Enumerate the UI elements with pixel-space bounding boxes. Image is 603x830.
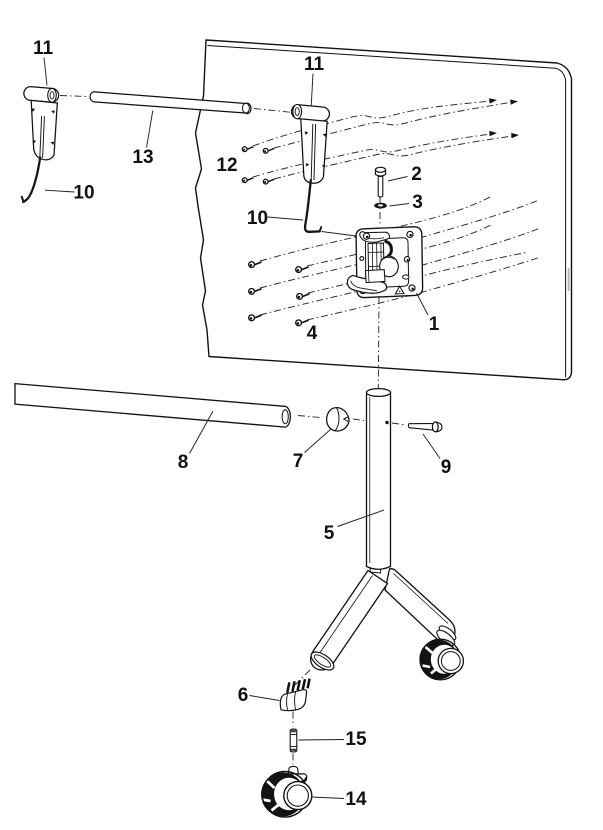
left-leg-end-cap [310, 651, 335, 671]
part-number-label: 3 [412, 192, 423, 213]
callout-part-8: 8 [178, 410, 214, 473]
release-pin-right-part [303, 178, 323, 233]
panel-edge-thickness [207, 45, 567, 378]
lock-washer-part [374, 202, 387, 209]
leader-line [311, 796, 345, 799]
alignment-guide-lines [59, 95, 540, 765]
mounting-plate-part [346, 226, 424, 299]
part-number-label: 13 [132, 147, 153, 168]
callout-part-13: 13 [132, 110, 154, 168]
part-number-label: 5 [324, 523, 335, 544]
leader-line [298, 739, 345, 741]
caster-axle-pin-part [289, 728, 298, 753]
callout-part-3: 3 [389, 192, 423, 213]
leader-line [267, 216, 304, 221]
part-number-label: 6 [238, 685, 249, 706]
callouts: 1 2 3 4 5 6 7 8 9 [33, 38, 451, 810]
part-number-label: 4 [307, 323, 318, 344]
leader-line [189, 410, 214, 454]
crossbar-tube-part [14, 382, 291, 428]
callout-part-2: 2 [387, 164, 422, 185]
column-tube [365, 391, 392, 570]
part-number-label: 10 [247, 208, 268, 229]
plate-latch-hook [384, 239, 393, 258]
leader-line [337, 509, 385, 527]
part-number-label: 12 [216, 155, 237, 176]
callout-part-4: 4 [307, 323, 318, 344]
column-top-opening [365, 387, 392, 398]
leader-line [146, 110, 154, 148]
release-pin-left-part [20, 156, 42, 204]
callout-part-15: 15 [298, 729, 367, 750]
leader-line [389, 203, 410, 207]
part-number-label: 9 [441, 457, 452, 478]
right-caster [419, 625, 465, 681]
support-rod-part [89, 91, 252, 115]
leader-line [416, 292, 429, 316]
leader-line [304, 429, 331, 453]
column-bolt-hole [385, 420, 389, 425]
leg-end-plug-part [279, 678, 311, 712]
leader-line [387, 176, 408, 182]
part-number-label: 10 [73, 183, 94, 204]
callout-part-11-left: 11 [33, 38, 54, 86]
warning-triangle-icon [394, 285, 405, 295]
callout-part-7: 7 [293, 429, 331, 472]
plate-oval-slot [402, 274, 410, 280]
callout-part-9: 9 [422, 433, 452, 478]
part-number-label: 11 [304, 54, 325, 75]
fixing-bolt-part [407, 421, 443, 433]
part-number-label: 8 [178, 452, 189, 473]
table-top-panel [194, 39, 573, 381]
part-number-label: 15 [345, 729, 367, 750]
callout-part-12: 12 [216, 155, 237, 176]
callout-part-1: 1 [416, 292, 440, 335]
plate-button [364, 269, 386, 284]
hook-bracket-right-part [290, 103, 331, 184]
part-number-label: 1 [429, 314, 440, 335]
locking-bolt-part [374, 166, 387, 198]
callout-part-10-left: 10 [44, 183, 95, 204]
callout-part-11-right: 11 [304, 54, 325, 107]
pin-to-plate-line [321, 231, 357, 237]
leader-line [310, 73, 314, 107]
callout-part-10-right: 10 [247, 208, 304, 229]
caster-wheel-part [261, 765, 313, 818]
part-number-label: 14 [345, 789, 367, 810]
part-number-label: 7 [293, 451, 304, 472]
leader-line [422, 433, 441, 459]
leader-line [44, 189, 75, 193]
tube-end-cap-part [326, 406, 350, 432]
leg-column-part [309, 387, 465, 681]
callout-part-6: 6 [238, 685, 280, 706]
callout-part-14: 14 [311, 789, 367, 810]
part-number-label: 11 [33, 38, 54, 59]
part-number-label: 2 [411, 164, 422, 185]
hook-bracket-left-part [23, 85, 60, 161]
callout-part-5: 5 [324, 509, 385, 544]
leader-line [43, 57, 48, 86]
leader-line [249, 695, 280, 701]
